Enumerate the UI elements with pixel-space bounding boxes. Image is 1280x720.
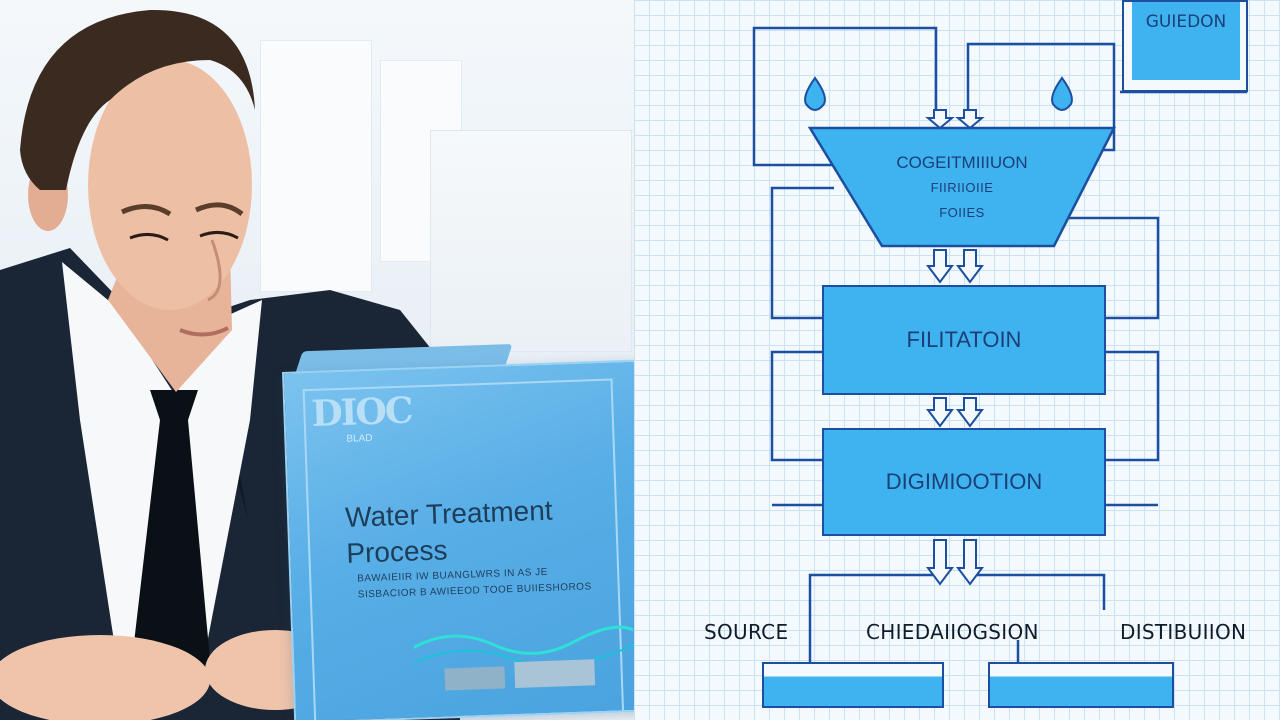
filtration-label: FILITATOIN xyxy=(906,327,1022,352)
photo-panel: DIOC BLAD Water Treatment Process BAWAIE… xyxy=(0,0,640,720)
top-process-box: GUIEDON xyxy=(1122,0,1248,92)
booklet-cover: DIOC BLAD Water Treatment Process BAWAIE… xyxy=(282,359,640,720)
top-process-box-fill xyxy=(1132,2,1240,80)
source-label: SOURCE xyxy=(704,620,789,644)
coagulation-line2: FIIRIIOIIE xyxy=(930,180,994,195)
middle-stage-label: CHIEDAIIOGSION xyxy=(866,620,1039,644)
coagulation-stage-label: COGEITMIIIUON FIIRIIOIIE FOIIES xyxy=(850,150,1074,225)
booklet-title-line1: Water Treatment xyxy=(344,494,554,533)
distribution-tank xyxy=(988,662,1174,708)
background-shelf xyxy=(260,40,372,292)
coagulation-line3: FOIIES xyxy=(939,205,985,220)
water-wave-graphic xyxy=(412,625,635,691)
booklet-logo-subtext: BLAD xyxy=(346,432,373,445)
disinfection-stage-box: DIGIMIOOTION xyxy=(822,428,1106,536)
coagulation-line1: COGEITMIIIUON xyxy=(896,153,1028,172)
top-process-label: GUIEDON xyxy=(1145,12,1227,32)
water-treatment-booklet: DIOC BLAD Water Treatment Process BAWAIE… xyxy=(282,343,640,720)
background-monitor xyxy=(430,130,632,352)
disinfection-label: DIGIMIOOTION xyxy=(885,469,1043,494)
filtration-stage-box: FILITATOIN xyxy=(822,285,1106,395)
diagram-connectors xyxy=(752,0,1248,698)
process-flow-diagram: GUIEDON COGEITMIIIUON FIIRIIOIIE FOIIES … xyxy=(634,0,1280,720)
booklet-logo: DIOC xyxy=(310,389,413,435)
source-tank xyxy=(762,662,944,708)
distribution-label: DISTIBUIION xyxy=(1120,620,1247,644)
booklet-title: Water Treatment Process xyxy=(345,493,555,572)
